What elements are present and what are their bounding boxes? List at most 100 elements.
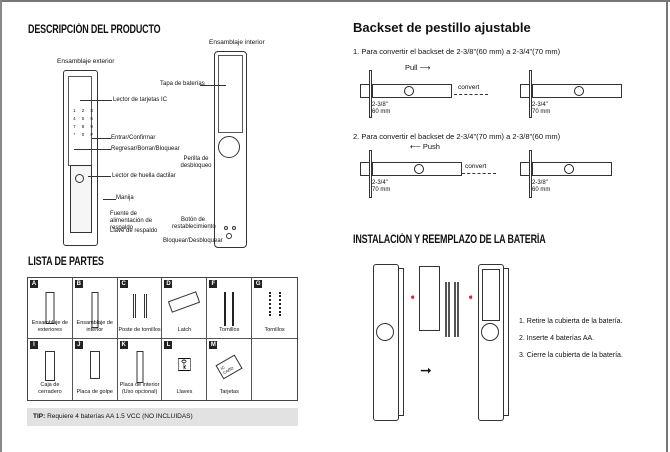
interior-lock-illustration	[214, 51, 247, 248]
backset-step-1: 1. Para convertir el backset de 2-3/8"(6…	[353, 47, 561, 56]
key: 7	[73, 124, 76, 129]
part-cell: D Latch	[162, 278, 208, 339]
part-label: Llaves	[176, 388, 193, 395]
key: 0	[81, 132, 85, 137]
handle	[70, 165, 92, 233]
battery-step-2: 2. Inserte 4 baterías AA.	[519, 335, 595, 342]
product-description-title: DESCRIPCIÓN DEL PRODUCTO	[28, 24, 161, 36]
dim-label: 60 mm	[372, 109, 391, 115]
key: 1	[73, 108, 76, 113]
part-cell: B Ensamblaje de interior	[72, 278, 118, 339]
key: 5	[81, 116, 85, 121]
interior-assembly-label: Ensamblaje interior	[209, 39, 265, 46]
key: 8	[81, 124, 85, 129]
screw-post-icon	[132, 294, 147, 318]
dim-label: 70 mm	[372, 187, 391, 193]
part-letter: D	[164, 280, 173, 288]
key: 9	[90, 124, 93, 129]
red-arrow-icon: ➧	[409, 292, 417, 302]
key: 4	[73, 116, 76, 121]
part-letter: I	[30, 341, 38, 349]
button-icon	[226, 233, 232, 239]
lock-before-illustration	[373, 264, 399, 421]
dim-label: 2-3/8"	[372, 102, 388, 108]
part-label: Latch	[177, 326, 192, 333]
part-cell-empty	[252, 339, 297, 400]
key: 6	[90, 116, 93, 121]
convert-label: convert	[458, 84, 480, 91]
ic-card-icon: IC CARD	[215, 354, 243, 380]
lock-after-illustration	[478, 264, 504, 421]
callout-unlock-knob: Perilla de desbloqueo	[180, 156, 212, 169]
part-label: Caja de cerradero	[38, 382, 62, 395]
key: #	[90, 132, 93, 137]
button-icon	[224, 226, 228, 230]
callout-ic-reader: Lector de tarjetas IC	[113, 97, 168, 103]
page-border-right	[666, 0, 668, 452]
latch-diagram-1a: 2-3/8"60 mm	[360, 70, 495, 120]
callout-enter: Entrar/Confirmar	[111, 135, 156, 141]
arrow-right-icon: ➞	[420, 362, 432, 378]
latch-diagram-1b: 2-3/4"70 mm	[520, 70, 655, 120]
callout-back-delete-lock: Regresar/Borrar/Bloquear	[111, 146, 180, 152]
pull-label: Pull ⟶	[405, 63, 431, 72]
callout-battery-cover: Tapa de baterías	[160, 81, 205, 87]
part-cell: J Placa de golpe	[73, 339, 118, 400]
key: 3	[90, 108, 93, 113]
push-label: ⟵ Push	[410, 142, 440, 151]
lock-side	[503, 268, 509, 416]
part-letter: L	[164, 341, 173, 349]
callout-lock-unlock: Bloquear/Desbloquear	[163, 238, 223, 244]
exterior-lock-illustration	[63, 70, 98, 246]
key: 2	[81, 108, 85, 113]
part-cell: K Placa de interior (Uso opcional)	[118, 339, 163, 400]
battery-cover-illustration	[419, 266, 440, 331]
key: *	[73, 132, 76, 137]
keys-icon: ⚿	[177, 355, 192, 375]
callout-reset-button: Botón de restablecimiento	[172, 217, 216, 230]
dim-label: 70 mm	[532, 109, 551, 115]
exterior-assembly-label: Ensamblaje exterior	[57, 58, 115, 65]
battery-step-3: 3. Cierre la cubierta de la batería.	[519, 352, 623, 359]
part-letter: J	[74, 341, 83, 349]
callout-handle: Manija	[116, 195, 134, 201]
unlock-knob	[218, 136, 240, 158]
part-cell: I Caja de cerradero	[28, 339, 73, 400]
part-letter: M	[209, 341, 218, 349]
button-icon	[232, 226, 236, 230]
interior-assembly-icon	[91, 292, 99, 328]
batteries-icon	[445, 282, 459, 337]
convert-arrow	[454, 94, 488, 95]
interior-plate-icon	[136, 351, 144, 383]
part-letter: C	[119, 280, 128, 288]
part-label: Tornillos	[219, 326, 240, 333]
part-label: Placa de interior (Uso opcional)	[119, 382, 160, 395]
long-screws-icon	[224, 292, 235, 326]
part-letter: F	[209, 280, 218, 288]
battery-cover	[218, 55, 243, 133]
part-label: Tornillos	[264, 326, 285, 333]
page-border-top	[0, 0, 670, 2]
part-label: Tarjetas	[219, 388, 239, 395]
part-label: Placa de golpe	[76, 388, 113, 395]
short-screws-icon	[268, 292, 281, 316]
part-letter: A	[30, 280, 38, 288]
convert-label: convert	[465, 163, 487, 170]
part-letter: G	[254, 280, 263, 288]
dim-label: 2-3/4"	[372, 180, 388, 186]
part-label: Ensamblaje de interior	[76, 320, 113, 333]
part-letter: B	[74, 280, 83, 288]
tip-label: TIP:	[33, 413, 46, 420]
battery-title: INSTALACIÓN Y REEMPLAZO DE LA BATERÍA	[353, 234, 546, 246]
parts-list-title: LISTA DE PARTES	[28, 256, 104, 268]
latch-diagram-2a: 2-3/4"70 mm	[360, 150, 495, 200]
dim-label: 2-3/8"	[532, 180, 548, 186]
lock-side	[398, 268, 404, 416]
dim-label: 2-3/4"	[532, 102, 548, 108]
fingerprint-reader-icon	[75, 174, 84, 183]
part-letter: K	[119, 341, 128, 349]
part-cell: G Tornillos	[252, 278, 297, 339]
strike-plate-icon	[89, 351, 100, 379]
